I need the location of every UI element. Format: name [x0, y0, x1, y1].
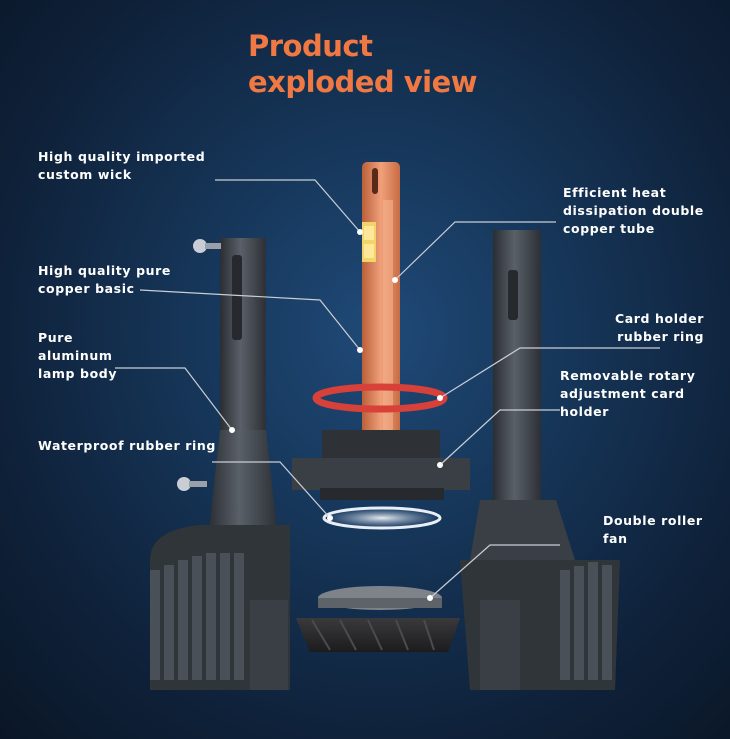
label-aluminum-body-line-2: aluminum	[38, 348, 113, 363]
label-copper-basic-line-2: copper basic	[38, 281, 135, 296]
label-aluminum-body-line-1: Pure	[38, 330, 74, 345]
label-rotary-holder: Removable rotary adjustment card holder	[560, 367, 695, 421]
label-aluminum-body-line-3: lamp body	[38, 366, 118, 381]
label-waterproof-ring-line-1: Waterproof rubber ring	[38, 438, 216, 453]
label-wick-line-2: custom wick	[38, 167, 132, 182]
label-copper-basic: High quality pure copper basic	[38, 262, 171, 298]
label-wick-line-1: High quality imported	[38, 149, 206, 164]
label-wick: High quality imported custom wick	[38, 148, 205, 184]
leader-dots	[229, 229, 443, 601]
label-fan-line-1: Double roller	[603, 513, 703, 528]
label-rotary-holder-line-1: Removable rotary	[560, 368, 696, 383]
title-line-1: Product	[248, 29, 373, 63]
label-card-holder-ring: Card holder rubber ring	[615, 310, 704, 346]
leader-lines	[115, 179, 660, 599]
copper-tube-wick	[362, 162, 400, 462]
right-bulb-body	[460, 230, 620, 690]
label-copper-tube-line-1: Efficient heat	[563, 185, 667, 200]
card-holder-rubber-ring	[312, 383, 448, 413]
label-fan-line-2: fan	[603, 531, 628, 546]
label-copper-tube-line-3: copper tube	[563, 221, 655, 236]
label-copper-basic-line-1: High quality pure	[38, 263, 171, 278]
label-card-holder-ring-line-2: rubber ring	[617, 329, 704, 344]
label-rotary-holder-line-2: adjustment card	[560, 386, 685, 401]
label-copper-tube: Efficient heat dissipation double copper…	[563, 184, 704, 238]
label-waterproof-ring: Waterproof rubber ring	[38, 437, 216, 455]
rotary-adjustment-card-holder	[292, 430, 470, 500]
label-card-holder-ring-line-1: Card holder	[614, 311, 704, 326]
left-bulb-aluminum-body	[150, 238, 290, 690]
label-rotary-holder-line-3: holder	[560, 404, 609, 419]
double-roller-fan	[296, 586, 460, 652]
label-aluminum-body: Pure aluminum lamp body	[38, 329, 117, 383]
label-copper-tube-line-2: dissipation double	[563, 203, 704, 218]
waterproof-rubber-ring	[322, 506, 442, 530]
label-fan: Double roller fan	[603, 512, 703, 548]
title-line-2: exploded view	[248, 65, 478, 99]
